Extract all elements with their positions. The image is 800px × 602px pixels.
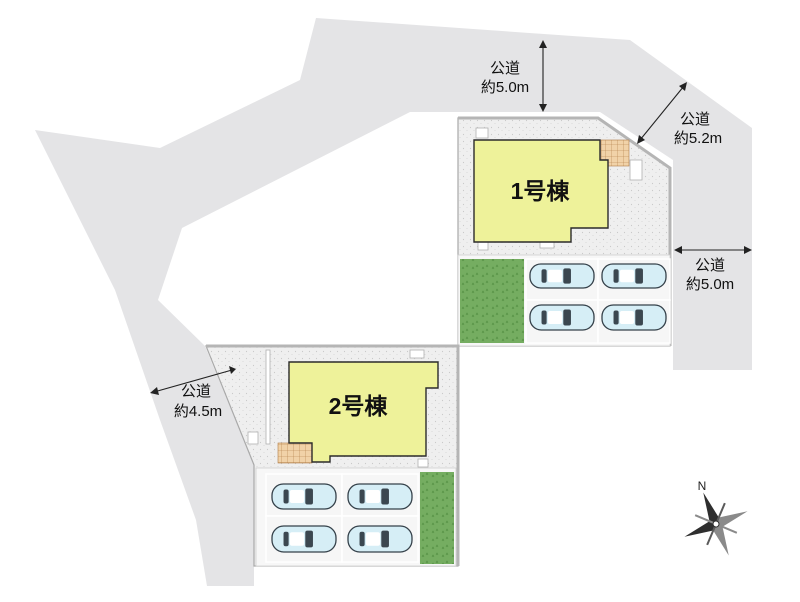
road-width-annotations: 公道 約5.0m 公道 約5.2m 公道 約5.0m 公道 約4.5m: [150, 40, 752, 420]
house-2: [288, 361, 439, 463]
car-icon: [529, 304, 595, 331]
road-label-west-type: 公道: [181, 383, 211, 400]
lot-2-fence: [206, 344, 460, 566]
road-label-north-type: 公道: [490, 60, 520, 77]
north-compass-icon: [684, 492, 748, 556]
lot-1-garden: [460, 259, 524, 343]
utility-box: [265, 349, 271, 445]
compass-north-label: N: [698, 479, 707, 493]
utility-box: [629, 159, 643, 181]
car-icon: [347, 483, 413, 510]
dimension-east: 公道 約5.0m: [674, 246, 752, 293]
dimension-north: 公道 約5.0m: [481, 40, 547, 112]
road-label-north-width: 約5.0m: [481, 79, 529, 96]
entrance-tiles: [277, 442, 313, 464]
house-1: [473, 139, 609, 243]
utility-box: [417, 458, 429, 468]
utility-box: [475, 127, 489, 139]
car-icon: [271, 483, 337, 510]
utility-box: [409, 349, 425, 359]
lot-2-garden: [420, 472, 454, 564]
road-label-west-width: 約4.5m: [174, 403, 222, 420]
road-north: [35, 18, 752, 586]
road-label-northeast-width: 約5.2m: [674, 130, 722, 147]
road-label-east-width: 約5.0m: [686, 276, 734, 293]
car-icon: [271, 525, 337, 553]
house-1-label: 1号棟: [511, 178, 571, 204]
road-label-east-type: 公道: [695, 257, 725, 274]
road-network: [35, 18, 752, 586]
dimension-west: 公道 約4.5m: [150, 366, 236, 420]
car-icon: [529, 263, 595, 289]
utility-box: [247, 431, 259, 445]
lot-2: 2号棟: [205, 344, 460, 567]
car-icon: [601, 263, 667, 289]
cars: [271, 263, 667, 553]
house-2-label: 2号棟: [329, 393, 389, 419]
car-icon: [601, 304, 667, 331]
utility-box: [539, 241, 555, 249]
dimension-northeast: 公道 約5.2m: [637, 82, 722, 147]
utility-box: [477, 241, 489, 251]
road-label-northeast-type: 公道: [680, 111, 710, 128]
car-icon: [347, 525, 413, 553]
